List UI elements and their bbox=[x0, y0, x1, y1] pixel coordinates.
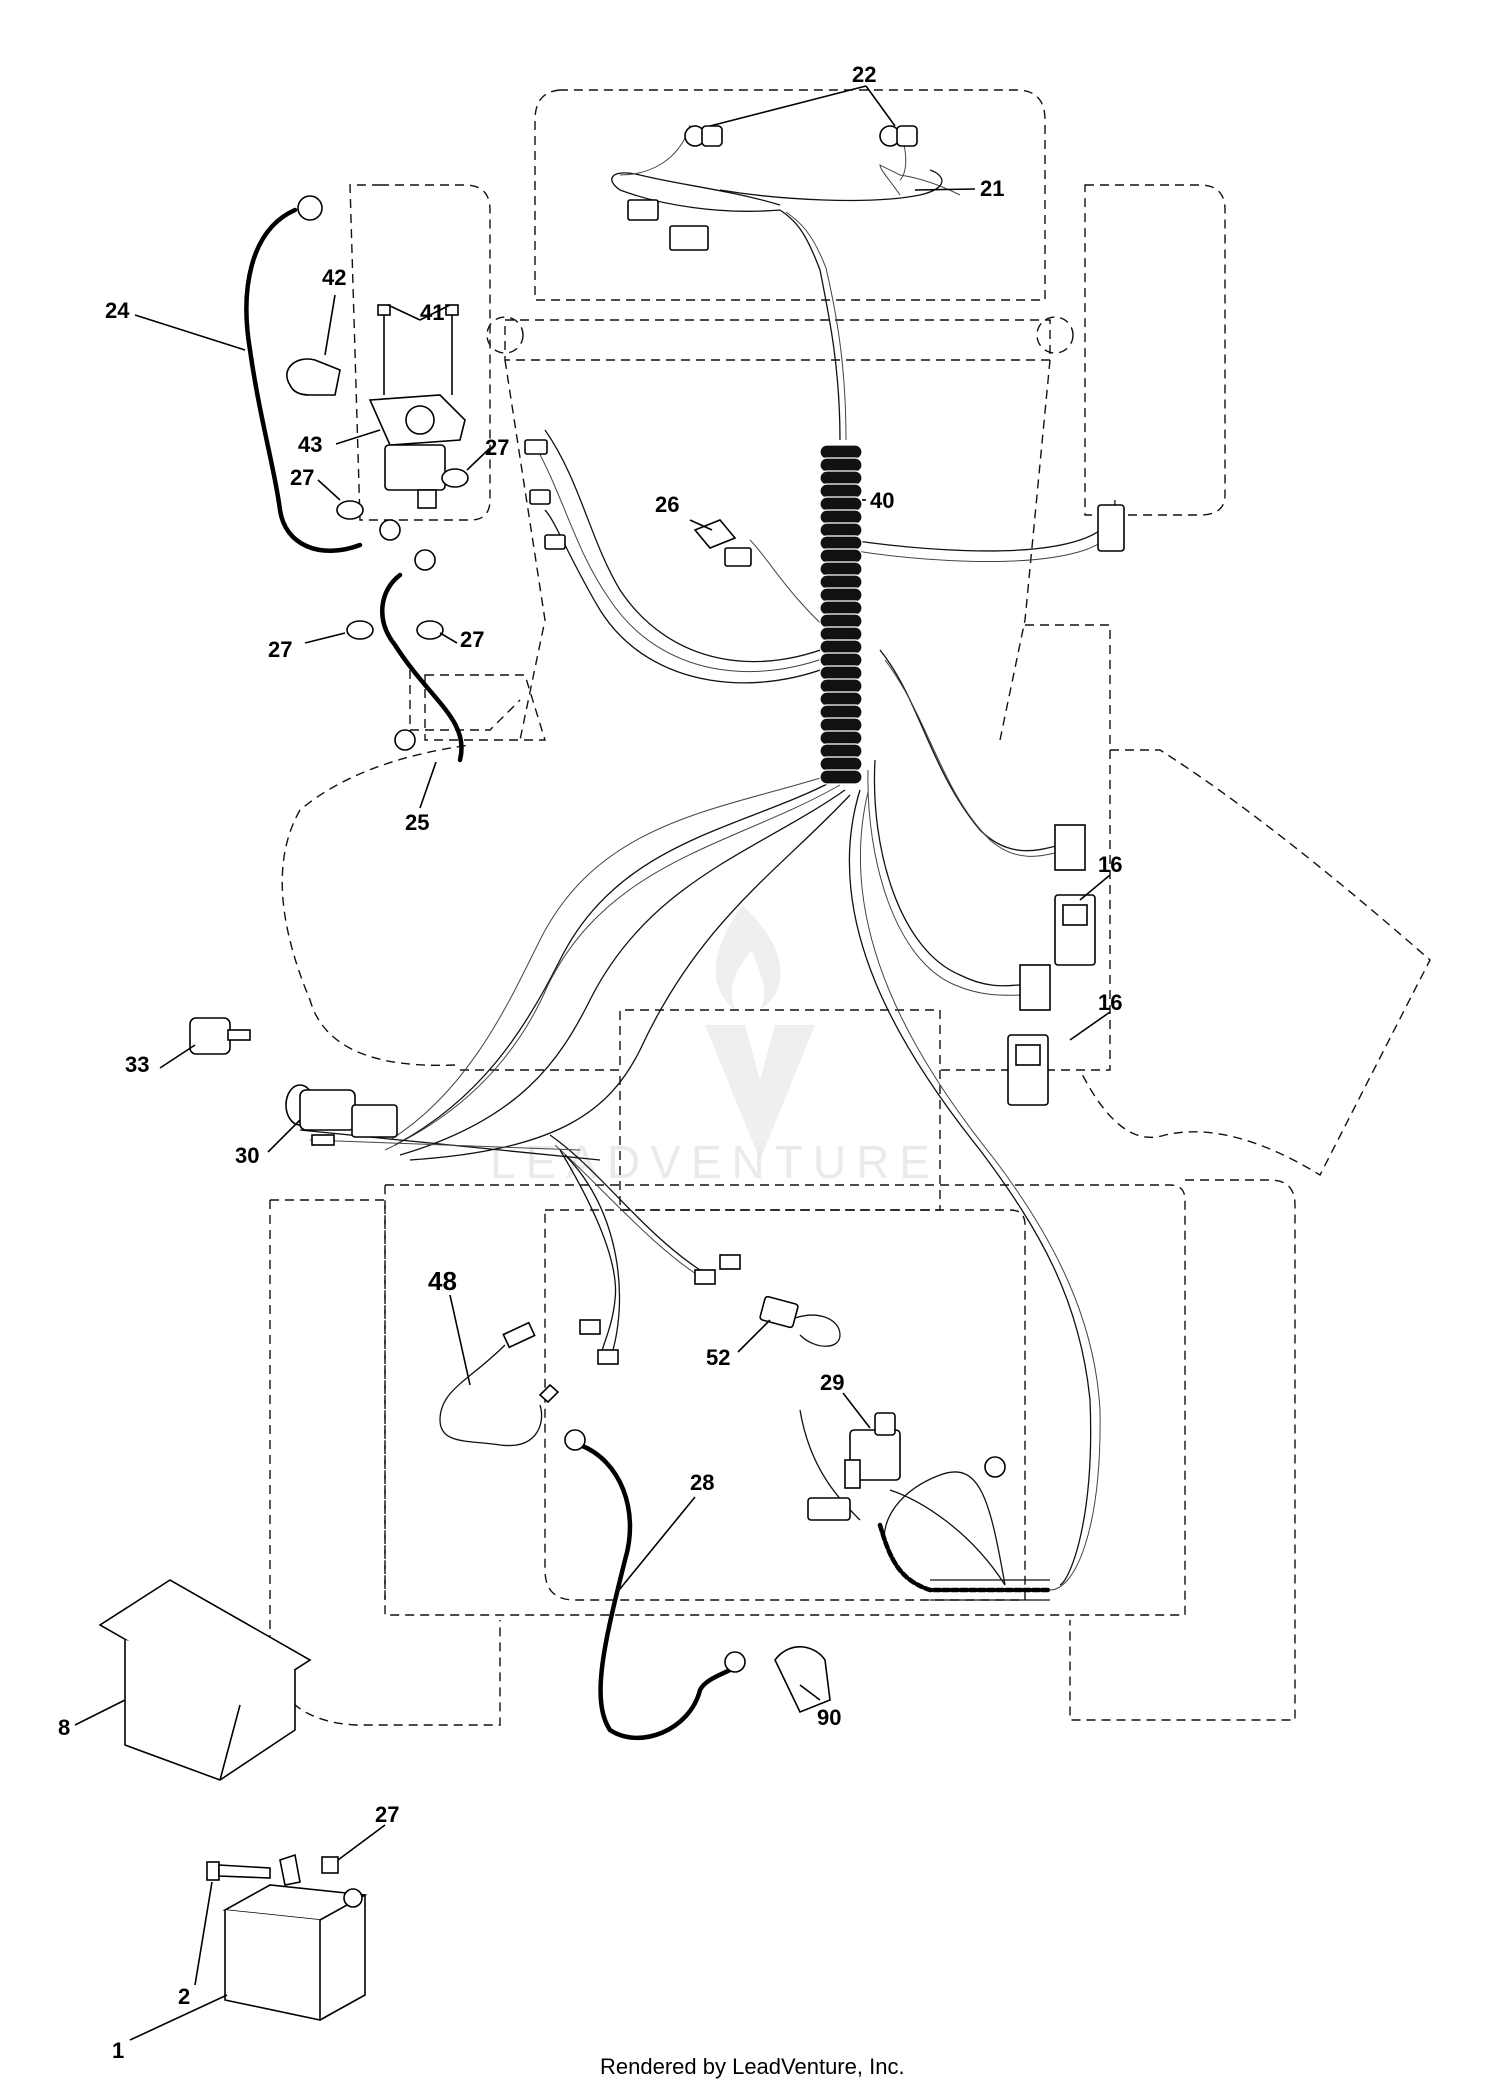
watermark-v-icon bbox=[705, 1025, 815, 1160]
callout-27-d: 27 bbox=[460, 627, 484, 652]
ignition-key-icon bbox=[189, 1017, 251, 1055]
callout-27-b: 27 bbox=[485, 435, 509, 460]
callout-40: 40 bbox=[870, 488, 894, 513]
plug-icon bbox=[807, 1497, 851, 1521]
leader-lines bbox=[74, 85, 1111, 2041]
callout-8: 8 bbox=[58, 1715, 70, 1740]
callout-33: 33 bbox=[125, 1052, 149, 1077]
footer-credit: Rendered by LeadVenture, Inc. bbox=[600, 2054, 905, 2079]
callout-16-b: 16 bbox=[1098, 990, 1122, 1015]
terminal-boot-icon bbox=[774, 1646, 831, 1714]
callout-27-a: 27 bbox=[290, 465, 314, 490]
plug-52-icon bbox=[759, 1295, 841, 1347]
harness-plug-icon bbox=[524, 439, 548, 455]
harness-plug-icon bbox=[544, 534, 566, 550]
battery-cables bbox=[244, 207, 733, 1741]
callout-29: 29 bbox=[820, 1370, 844, 1395]
battery-tray-icon bbox=[98, 1579, 312, 1781]
harness-plug-icon bbox=[529, 489, 551, 505]
parts bbox=[98, 125, 1125, 2021]
callouts: 22 21 24 42 41 43 27 27 27 27 25 26 40 1… bbox=[58, 62, 1122, 2063]
wire-lead-48-icon bbox=[439, 1321, 560, 1447]
switch-16-icon bbox=[1007, 1034, 1049, 1106]
connector-icon bbox=[1019, 964, 1051, 1011]
headlight-bulb-icon bbox=[684, 125, 918, 147]
callout-90: 90 bbox=[817, 1705, 841, 1730]
callout-21: 21 bbox=[980, 176, 1004, 201]
terminal-boot-icon bbox=[286, 358, 341, 396]
watermark-flame-icon bbox=[715, 905, 781, 1010]
nut-icon bbox=[336, 468, 469, 640]
battery-icon bbox=[222, 1884, 368, 2021]
solenoid-icon bbox=[368, 394, 466, 509]
wire-harness bbox=[299, 124, 1123, 1591]
switch-29-icon bbox=[844, 1412, 901, 1489]
connector-icon bbox=[597, 1349, 619, 1365]
harness-sleeve bbox=[819, 444, 863, 785]
cable-28 bbox=[577, 1442, 733, 1741]
cable-25 bbox=[380, 572, 464, 763]
chassis-outline bbox=[269, 89, 1431, 1726]
ignition-switch-icon bbox=[285, 1084, 398, 1146]
callout-26: 26 bbox=[655, 492, 679, 517]
callout-30: 30 bbox=[235, 1143, 259, 1168]
watermark-text: LEADVENTURE bbox=[490, 1136, 940, 1188]
connector-icon bbox=[1054, 824, 1086, 871]
switch-16-icon bbox=[1054, 894, 1096, 966]
light-connector-icon bbox=[627, 199, 659, 221]
seat-connector-icon bbox=[1097, 504, 1125, 552]
callout-24: 24 bbox=[105, 298, 130, 323]
callout-28: 28 bbox=[690, 1470, 714, 1495]
callout-22: 22 bbox=[852, 62, 876, 87]
light-connector-icon bbox=[669, 225, 709, 251]
callout-1: 1 bbox=[112, 2038, 124, 2063]
connector-icon bbox=[579, 1319, 601, 1335]
coil-lead bbox=[877, 1522, 1053, 1601]
callout-27-c: 27 bbox=[268, 637, 292, 662]
callout-27-e: 27 bbox=[375, 1802, 399, 1827]
callout-48: 48 bbox=[428, 1266, 457, 1296]
ring-terminal-icon bbox=[297, 195, 1006, 1673]
nut-icon bbox=[321, 1856, 339, 1874]
connector-icon bbox=[694, 1269, 716, 1285]
callout-2: 2 bbox=[178, 1984, 190, 2009]
battery-bolt-icon bbox=[206, 1853, 301, 1886]
cable-24 bbox=[244, 207, 363, 554]
callout-43: 43 bbox=[298, 432, 322, 457]
watermark: LEADVENTURE bbox=[490, 905, 940, 1188]
callout-52: 52 bbox=[706, 1345, 730, 1370]
callout-41: 41 bbox=[420, 300, 444, 325]
connector-icon bbox=[719, 1254, 741, 1270]
callout-25: 25 bbox=[405, 810, 429, 835]
callout-42: 42 bbox=[322, 265, 346, 290]
bolt-icon bbox=[377, 304, 459, 395]
callout-16-a: 16 bbox=[1098, 852, 1122, 877]
